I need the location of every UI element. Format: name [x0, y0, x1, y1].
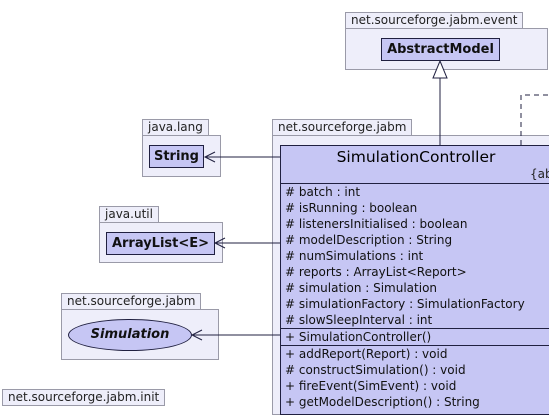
methods-divider	[281, 345, 549, 346]
class-arraylist[interactable]: ArrayList<E>	[106, 232, 215, 255]
attribute-row: # slowSleepInterval : int	[285, 313, 433, 327]
class-abstract-model[interactable]: AbstractModel	[381, 38, 500, 61]
package-tab-jabm-init: net.sourceforge.jabm.init	[2, 389, 166, 406]
class-string[interactable]: String	[149, 145, 204, 168]
method-row: + addReport(Report) : void	[285, 347, 448, 361]
class-name: SimulationController	[336, 148, 496, 166]
association-string-arrow	[203, 151, 216, 163]
method-row: # constructSimulation() : void	[285, 363, 466, 377]
constructor-row: + SimulationController()	[285, 330, 432, 344]
attribute-row: # modelDescription : String	[285, 233, 453, 247]
attributes-divider	[281, 183, 549, 184]
relationship-connectors	[190, 59, 549, 341]
method-row: + fireEvent(SimEvent) : void	[285, 379, 457, 393]
constructors-divider	[281, 328, 549, 329]
attribute-row: # reports : ArrayList<Report>	[285, 265, 467, 279]
attribute-row: # numSimulations : int	[285, 249, 424, 263]
association-arraylist-arrow	[213, 237, 226, 249]
package-tab-jabm: net.sourceforge.jabm	[272, 119, 413, 136]
attribute-row: # listenersInitialised : boolean	[285, 217, 468, 231]
class-simulation[interactable]: Simulation	[68, 319, 192, 351]
class-stereotype: {ab	[530, 167, 549, 181]
package-tab-java-util: java.util	[99, 206, 159, 223]
association-simulation-arrow	[190, 329, 203, 341]
attribute-row: # isRunning : boolean	[285, 201, 418, 215]
attribute-row: # simulationFactory : SimulationFactory	[285, 297, 525, 311]
class-simulation-controller[interactable]: SimulationController {ab # batch : int #…	[280, 145, 549, 415]
package-tab-jabm-event: net.sourceforge.jabm.event	[345, 12, 524, 29]
dependency-line	[520, 94, 549, 145]
attribute-row: # batch : int	[285, 185, 361, 199]
generalization-arrowhead	[432, 59, 448, 79]
attribute-row: # simulation : Simulation	[285, 281, 438, 295]
